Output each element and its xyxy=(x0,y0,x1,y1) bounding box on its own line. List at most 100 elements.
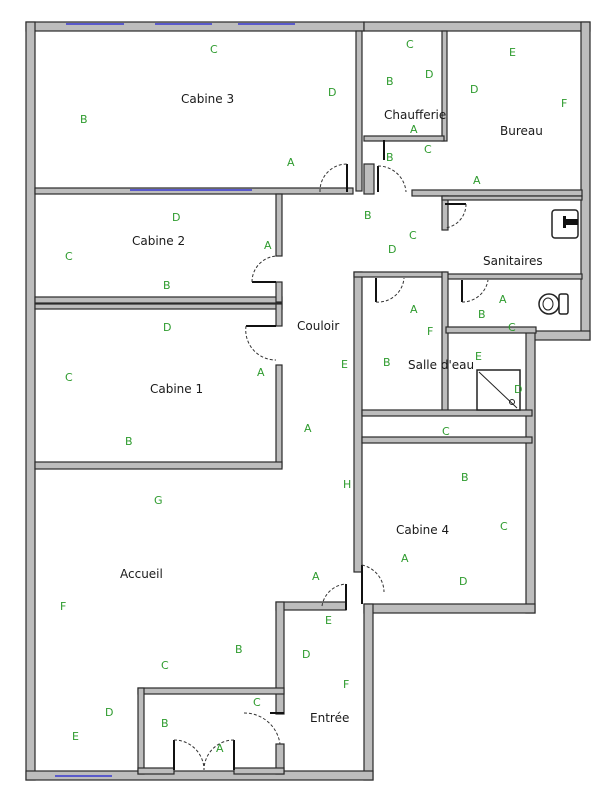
shower-icon xyxy=(476,369,521,411)
wall-letter: C xyxy=(65,371,73,384)
wall-letter: F xyxy=(60,600,66,613)
walls xyxy=(25,21,591,781)
wall-sani-mid xyxy=(445,273,583,280)
wall-letter: F xyxy=(427,325,433,338)
wall-chauff-bottom xyxy=(363,135,445,142)
room-label-accueil: Accueil xyxy=(120,567,163,581)
wall-step-right xyxy=(533,330,591,341)
wall-c1-top xyxy=(34,303,283,310)
door-c1-arc xyxy=(245,325,277,361)
wall-c3-right xyxy=(355,30,363,192)
door-front-left-arc xyxy=(173,739,205,771)
wall-letter: F xyxy=(343,678,349,691)
wall-letter: A xyxy=(410,123,418,136)
wall-letter: E xyxy=(72,730,79,743)
wall-bottom-right xyxy=(363,603,536,614)
wall-letter: A xyxy=(287,156,295,169)
wall-letter: F xyxy=(561,97,567,110)
room-label-cabine-4: Cabine 4 xyxy=(396,523,449,537)
wall-right-entree xyxy=(363,603,374,781)
wall-bureau-bottom xyxy=(411,189,583,197)
wall-sas-top xyxy=(137,687,285,695)
sink-icon xyxy=(551,209,579,239)
wall-top-right xyxy=(363,21,591,32)
wall-c1-right-low xyxy=(275,364,283,468)
wall-c4-top xyxy=(361,436,533,444)
wall-sdb-bottom xyxy=(361,409,533,417)
wall-chauff-right xyxy=(441,30,448,142)
wall-letter: A xyxy=(410,303,418,316)
wall-letter: B xyxy=(478,308,486,321)
wall-letters: C D B A C B D A C B E D F A D A C B B D … xyxy=(60,38,567,755)
wall-right-lower xyxy=(525,330,536,614)
wall-letter: H xyxy=(343,478,351,491)
room-label-cabine-1: Cabine 1 xyxy=(150,382,203,396)
wall-letter: B xyxy=(364,209,372,222)
room-label-sanitaires: Sanitaires xyxy=(483,254,543,268)
wall-letter: C xyxy=(424,143,432,156)
room-label-cabine-3: Cabine 3 xyxy=(181,92,234,106)
wall-letter: E xyxy=(325,614,332,627)
wall-letter: A xyxy=(257,366,265,379)
door-sani-arc xyxy=(444,203,467,229)
wall-bottom xyxy=(25,770,374,781)
wall-letter: B xyxy=(461,471,469,484)
wall-letter: B xyxy=(163,279,171,292)
wall-letter: D xyxy=(328,86,336,99)
wall-letter: D xyxy=(514,383,522,396)
wall-letter: D xyxy=(163,321,171,334)
wall-accueil-top-right xyxy=(275,601,347,611)
room-label-salle-deau: Salle d'eau xyxy=(408,358,474,372)
wall-letter: A xyxy=(312,570,320,583)
door-wc-arc xyxy=(461,279,489,303)
wall-letter: A xyxy=(264,239,272,252)
wall-letter: C xyxy=(508,321,516,334)
room-label-cabine-2: Cabine 2 xyxy=(132,234,185,248)
wall-letter: C xyxy=(65,250,73,263)
wall-letter: B xyxy=(125,435,133,448)
room-labels: Cabine 3 Chaufferie Bureau Cabine 2 Sani… xyxy=(120,92,543,725)
wall-letter: B xyxy=(161,717,169,730)
wall-letter: B xyxy=(386,151,394,164)
wall-letter: E xyxy=(509,46,516,59)
wall-letter: C xyxy=(406,38,414,51)
wall-letter: A xyxy=(499,293,507,306)
door-c3-arc xyxy=(319,163,348,193)
wall-c2-right xyxy=(275,193,283,257)
wall-letter: G xyxy=(154,494,163,507)
wall-letter: A xyxy=(401,552,409,565)
wall-letter: D xyxy=(388,243,396,256)
wall-letter: D xyxy=(105,706,113,719)
wall-letter: D xyxy=(172,211,180,224)
wall-entree-left xyxy=(275,601,285,715)
room-label-chaufferie: Chaufferie xyxy=(384,108,446,122)
wall-sas-left xyxy=(137,687,145,775)
wall-c2-right-low xyxy=(275,281,283,303)
wall-sani-top xyxy=(441,195,583,201)
wall-sdb-top xyxy=(353,271,447,278)
room-label-entree: Entrée xyxy=(310,711,349,725)
door-entree-arc xyxy=(321,583,347,607)
wall-letter: B xyxy=(383,356,391,369)
door-chauff-arc xyxy=(377,165,407,193)
door-sdb-arc xyxy=(375,277,405,303)
wall-letter: E xyxy=(341,358,348,371)
wall-letter: B xyxy=(80,113,88,126)
room-label-couloir: Couloir xyxy=(297,319,339,333)
wall-letter: E xyxy=(475,350,482,363)
wall-c1-bottom xyxy=(34,461,283,470)
wall-right-upper xyxy=(580,21,591,341)
door-sas-inner-arc xyxy=(243,712,281,745)
wall-sdb-divider xyxy=(441,271,449,413)
wall-left xyxy=(25,21,36,781)
wall-letter: C xyxy=(442,425,450,438)
door-c2-arc xyxy=(251,255,277,283)
wall-letter: C xyxy=(210,43,218,56)
wall-letter: A xyxy=(216,742,224,755)
wall-c1-right xyxy=(275,303,283,327)
wall-letter: C xyxy=(409,229,417,242)
wall-sani-bottom xyxy=(445,326,537,334)
wall-letter: D xyxy=(470,83,478,96)
wall-letter: D xyxy=(459,575,467,588)
